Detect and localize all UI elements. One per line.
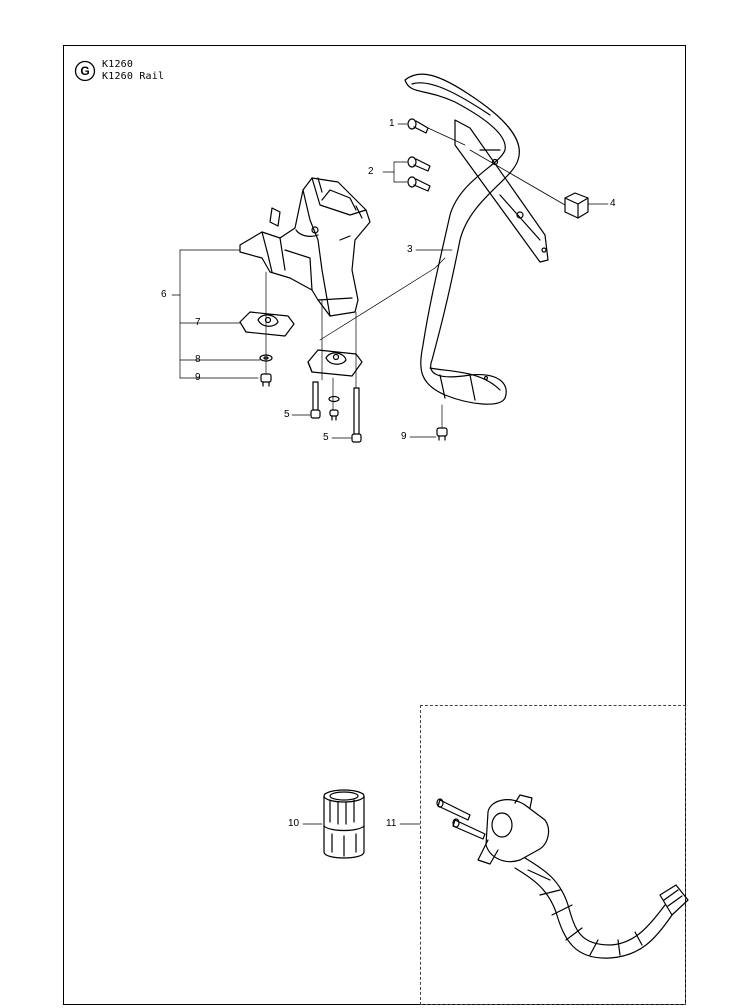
mounting-bracket bbox=[454, 119, 549, 263]
inset-box-hose-kit bbox=[420, 705, 686, 1005]
callout-3: 3 bbox=[407, 244, 413, 255]
clamp-pad-part-7-left bbox=[239, 311, 295, 337]
coupling-part-10 bbox=[323, 789, 365, 859]
screws-part-2 bbox=[407, 156, 431, 192]
svg-text:G: G bbox=[80, 64, 89, 78]
washer-part-8 bbox=[259, 354, 340, 403]
callout-9-right: 9 bbox=[401, 431, 407, 442]
handle-rail-part-3 bbox=[404, 73, 520, 405]
water-hose-kit-part-11 bbox=[436, 794, 689, 959]
callout-10: 10 bbox=[288, 818, 300, 829]
model-title: K1260 bbox=[102, 59, 134, 70]
callout-5-left: 5 bbox=[284, 409, 290, 420]
callout-5: 5 bbox=[323, 432, 329, 443]
handle-mount-body bbox=[239, 177, 371, 317]
diagram-frame bbox=[63, 45, 686, 1005]
callout-1: 1 bbox=[389, 118, 395, 129]
callout-7: 7 bbox=[195, 317, 201, 328]
screw-part-1 bbox=[407, 118, 466, 146]
callout-11: 11 bbox=[386, 818, 397, 829]
bolt-part-5 bbox=[310, 381, 362, 443]
manufacturer-logo-icon: G bbox=[74, 60, 96, 82]
clamp-pad-part-7-right bbox=[307, 349, 363, 377]
model-subtitle: K1260 Rail bbox=[102, 71, 165, 82]
callout-2: 2 bbox=[368, 166, 374, 177]
callout-8: 8 bbox=[195, 354, 201, 365]
callout-6: 6 bbox=[161, 289, 167, 300]
nut-part-4 bbox=[469, 149, 589, 219]
leader-lines bbox=[171, 123, 609, 825]
callout-4: 4 bbox=[610, 198, 616, 209]
callout-9-left: 9 bbox=[195, 372, 201, 383]
